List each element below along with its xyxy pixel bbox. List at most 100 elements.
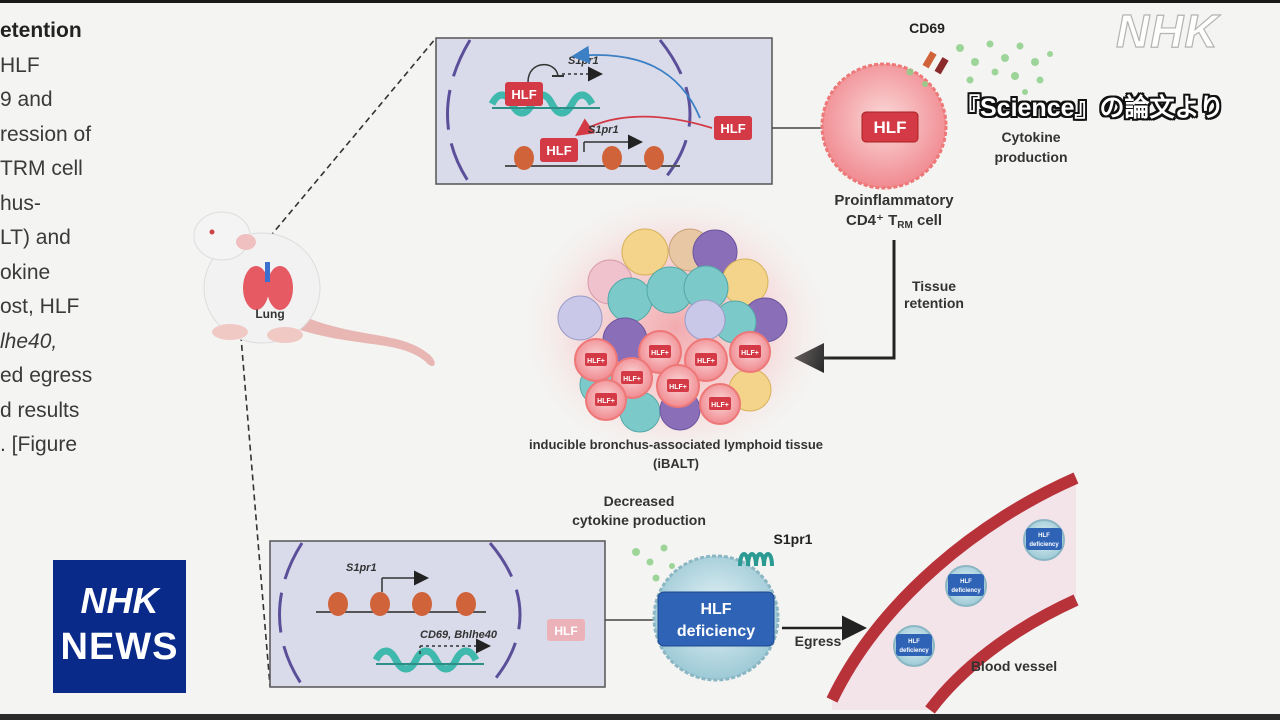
hlf-import-arrow	[571, 45, 701, 119]
nucleosome	[328, 592, 348, 616]
bottom-nucleus-panel: S1pr1 CD69, Bhlhe40 HLF	[269, 540, 606, 688]
hlf-protein	[540, 138, 578, 162]
cell-name-line1: Proinflammatory	[834, 192, 954, 209]
lung-left	[243, 266, 269, 310]
blood-vessel-label: Blood vessel	[971, 658, 1057, 674]
side-text-line: etention	[0, 19, 82, 42]
side-paper-text: etention HLF 9 and ression of TRM cell h…	[0, 14, 110, 463]
cytokine-label: Cytokine	[1001, 129, 1060, 145]
side-text-line: lhe40,	[0, 329, 58, 353]
nuclear-envelope	[488, 542, 522, 686]
hlf-label: HLF	[546, 143, 571, 158]
tissue-retention-label: Tissue	[912, 278, 956, 294]
vessel-cell-label: HLF	[908, 639, 920, 645]
hlf-plus-label: HLF+	[651, 350, 669, 357]
ibalt-label: inducible bronchus-associated lymphoid t…	[529, 437, 823, 452]
lung-label: Lung	[255, 307, 284, 321]
nuclear-envelope	[658, 39, 692, 186]
vessel-cell-label: HLF	[1038, 533, 1050, 539]
mouse-foot	[212, 324, 248, 340]
zoom-line-top	[262, 37, 437, 246]
nhk-watermark: NHK	[1115, 5, 1219, 57]
source-caption: 『Science』の論文より	[955, 94, 1225, 122]
nucleosome	[602, 146, 622, 170]
inhibition-arc	[527, 63, 559, 83]
proinflammatory-trm-cell: HLF CD69	[820, 20, 949, 190]
hlf-plus-label: HLF+	[597, 398, 615, 405]
nucleosome	[370, 592, 390, 616]
top-frame-bar	[0, 0, 1280, 3]
s1pr1-label: S1pr1	[774, 531, 813, 547]
hlf-deficiency-line1: HLF	[700, 601, 731, 618]
nhk-logo-line1: NHK	[80, 580, 159, 621]
hlf-plus-label: HLF+	[711, 402, 729, 409]
cytokine-particles	[632, 544, 675, 582]
egress-label: Egress	[795, 633, 842, 649]
top-nucleus-panel: HLF HLF HLF S1pr1 S1pr1	[435, 37, 773, 186]
decreased-cytokine-label: Decreased	[604, 493, 675, 509]
dna-strand	[372, 647, 480, 673]
hlf-label: HLF	[873, 118, 906, 137]
hlf-label: HLF	[554, 624, 577, 638]
cell-name-prefix: CD4⁺ T	[846, 212, 897, 229]
vessel-cell: HLF deficiency	[1023, 519, 1065, 561]
mouse-foot	[267, 327, 303, 343]
mouse-eye	[209, 229, 215, 235]
vessel-cell-label: deficiency	[1029, 542, 1059, 548]
ibalt-cluster	[516, 188, 836, 468]
vessel-cell: HLF deficiency	[945, 565, 987, 607]
hlf-protein	[714, 116, 752, 140]
gene-label-s1pr1: S1pr1	[568, 55, 599, 67]
hlf-positive-cells: HLF+ HLF+ HLF+ HLF+ HLF+ HLF+ HLF+ HLF+	[574, 330, 771, 425]
hlf-plus-label: HLF+	[587, 358, 605, 365]
hlf-plus-label: HLF+	[623, 376, 641, 383]
side-text-line: ression of	[0, 122, 92, 146]
gene-label-cd69-bhlhe40: S1pr1	[588, 124, 619, 136]
hlf-label: HLF	[511, 87, 536, 102]
decreased-cytokine-label: cytokine production	[572, 512, 706, 528]
hlf-plus-label: HLF+	[697, 358, 715, 365]
lung-right	[267, 266, 293, 310]
side-text-line: ost, HLF	[0, 295, 80, 318]
nhk-news-logo: NHK NEWS	[53, 560, 186, 693]
vessel-cell-label: HLF	[960, 579, 972, 585]
vessel-cell-label: deficiency	[951, 588, 981, 594]
nucleosome	[412, 592, 432, 616]
cd69-label: CD69	[909, 20, 945, 36]
cd69-receptor	[934, 57, 949, 75]
cd69-receptor	[922, 51, 937, 69]
side-text-line: d results	[0, 398, 80, 422]
blood-vessel: HLF deficiency HLF deficiency HLF defici…	[826, 472, 1079, 714]
hlf-deficient-cell: HLF deficiency S1pr1	[652, 531, 813, 682]
cell-name-line2: CD4⁺ TRM cell	[846, 212, 942, 231]
hlf-plus-label: HLF+	[669, 384, 687, 391]
hlf-binding-arrow	[575, 115, 713, 137]
side-text-line: ed egress	[0, 364, 93, 387]
cytokine-particles	[906, 40, 1053, 95]
cell-name-suffix: cell	[913, 212, 942, 229]
side-text-line: . [Figure	[0, 433, 78, 456]
side-text-line: TRM cell	[0, 157, 83, 180]
hlf-protein	[505, 82, 543, 106]
mouse-illustration	[193, 211, 435, 366]
hlf-deficiency-marker	[657, 591, 775, 647]
ibalt-label: (iBALT)	[653, 456, 699, 471]
side-text-line: 9 and	[0, 88, 53, 111]
hlf-label: HLF	[720, 121, 745, 136]
vessel-wall-inner	[925, 594, 1079, 714]
vessel-wall-outer	[826, 472, 1079, 703]
side-text-line: HLF	[0, 53, 40, 77]
mouse-tail	[300, 315, 435, 366]
nucleosome	[514, 146, 534, 170]
nhk-logo-line2: NEWS	[60, 626, 179, 668]
nucleosome	[644, 146, 664, 170]
tissue-retention-label: retention	[904, 295, 964, 311]
trachea	[265, 262, 270, 282]
side-text-line: hus-	[0, 191, 41, 215]
s1pr1-receptor	[738, 552, 774, 567]
hlf-protein-faded	[547, 619, 585, 641]
hlf-deficiency-line2: deficiency	[677, 623, 755, 640]
zoom-line-bottom	[239, 324, 271, 687]
side-text-line: LT) and	[0, 226, 71, 249]
